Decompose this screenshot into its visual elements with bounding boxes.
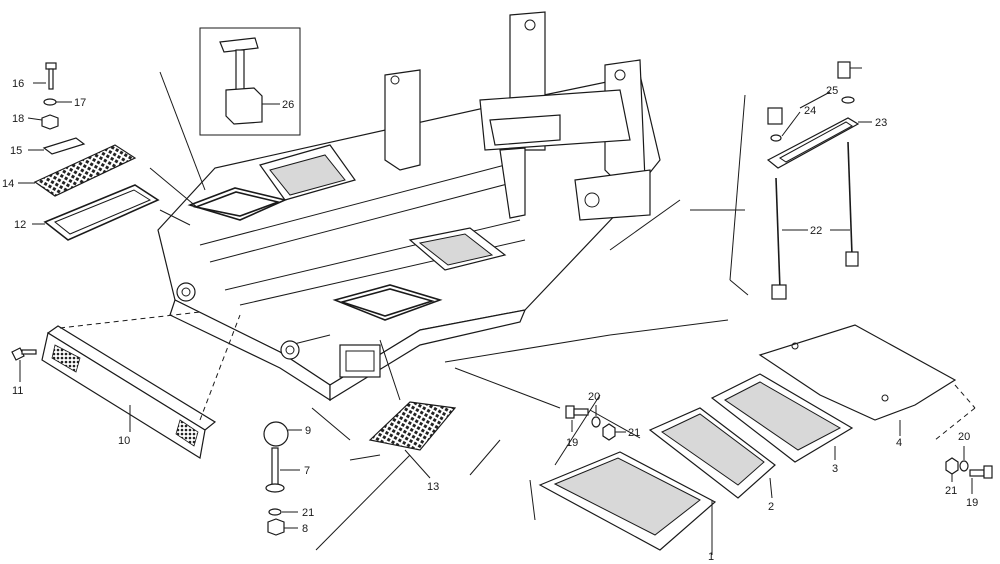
callout-10: 10 bbox=[118, 435, 130, 447]
step-mesh-13: 13 bbox=[311, 339, 501, 551]
main-frame bbox=[157, 11, 661, 402]
knob-assembly: 9 7 21 8 bbox=[263, 421, 314, 536]
callout-17: 17 bbox=[74, 97, 86, 109]
callout-21-right: 21 bbox=[945, 485, 957, 497]
callout-7: 7 bbox=[304, 465, 310, 477]
callout-12: 12 bbox=[14, 219, 26, 231]
cable-parts: 25 24 23 22 bbox=[729, 61, 887, 300]
fasteners-right: 21 20 19 bbox=[945, 431, 993, 509]
callout-2: 2 bbox=[768, 501, 774, 513]
callout-1: 1 bbox=[708, 551, 714, 563]
callout-21-knob: 21 bbox=[302, 507, 314, 519]
left-cover-parts: 16 17 18 15 14 12 bbox=[2, 62, 206, 241]
callout-13: 13 bbox=[427, 481, 439, 493]
callout-18: 18 bbox=[12, 113, 24, 125]
callout-16: 16 bbox=[12, 78, 24, 90]
fasteners-center: 19 20 21 bbox=[565, 391, 640, 449]
callout-4: 4 bbox=[896, 437, 902, 449]
callout-21-center: 21 bbox=[628, 427, 640, 439]
callout-24: 24 bbox=[804, 105, 816, 117]
callout-20-center: 20 bbox=[588, 391, 600, 403]
tray-parts: 1 2 3 4 bbox=[444, 199, 976, 563]
callout-19-center: 19 bbox=[566, 437, 578, 449]
callout-15: 15 bbox=[10, 145, 22, 157]
inset-box-part-26: 26 bbox=[199, 27, 301, 136]
callout-22: 22 bbox=[810, 225, 822, 237]
callout-8: 8 bbox=[302, 523, 308, 535]
callout-23: 23 bbox=[875, 117, 887, 129]
callout-3: 3 bbox=[832, 463, 838, 475]
callout-26: 26 bbox=[282, 99, 294, 111]
callout-14: 14 bbox=[2, 178, 14, 190]
callout-11: 11 bbox=[12, 385, 23, 397]
callout-20-right: 20 bbox=[958, 431, 970, 443]
callout-9: 9 bbox=[305, 425, 311, 437]
callout-19-right: 19 bbox=[966, 497, 978, 509]
callout-25: 25 bbox=[826, 85, 838, 97]
side-grille-parts: 11 10 bbox=[11, 311, 241, 459]
